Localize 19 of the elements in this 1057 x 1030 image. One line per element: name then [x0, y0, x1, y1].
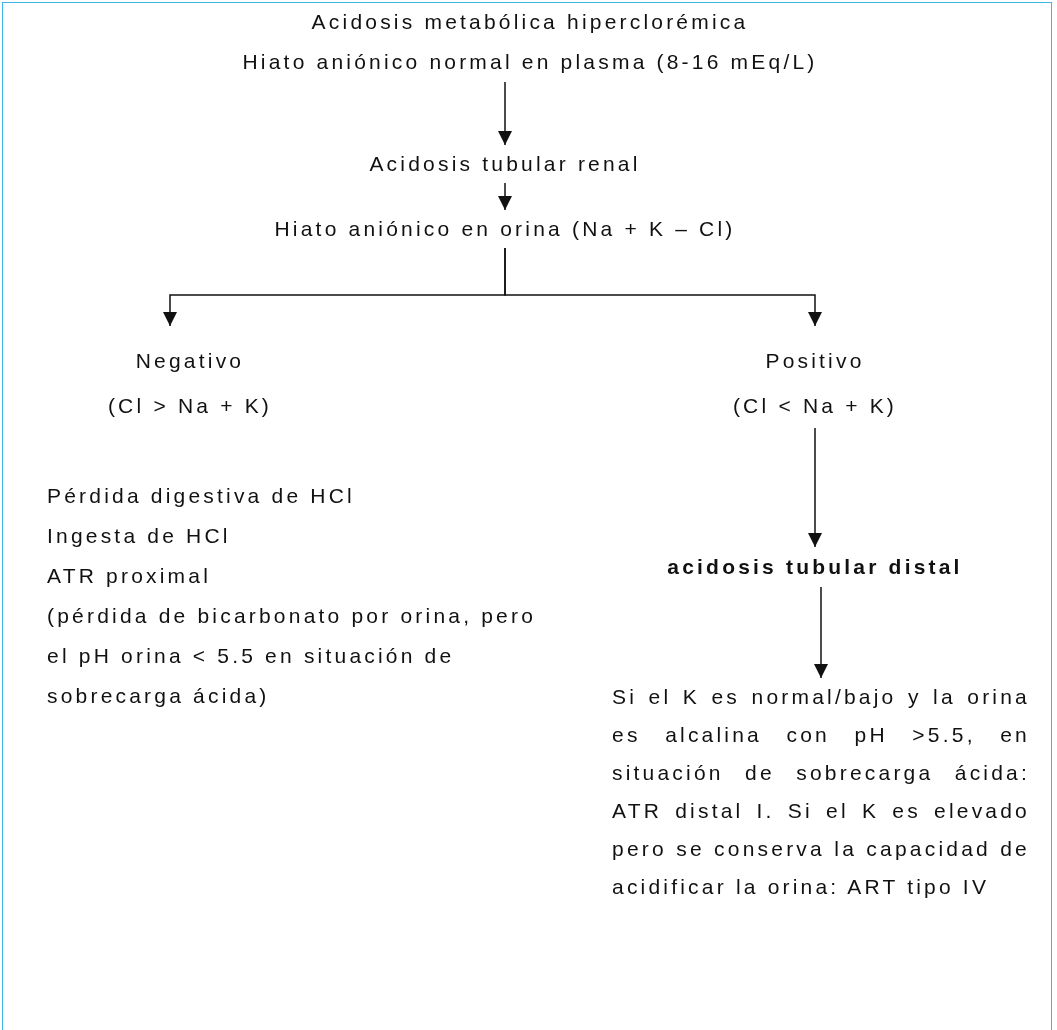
list-text: (pérdida de bicarbonato por orina, pero el pH orina < 5.5 en situación de sobrecarga ácida)	[47, 603, 538, 709]
flow-text: Acidosis metabólica hiperclorémica	[311, 9, 749, 35]
flow-text: (Cl < Na + K)	[732, 393, 898, 419]
arrow	[498, 182, 512, 211]
arrow	[808, 427, 822, 548]
list-text: Pérdida digestiva de HCl	[47, 483, 356, 509]
flow-text: Positivo	[765, 348, 865, 374]
arrow	[504, 247, 822, 327]
paragraph-text: Si el K es normal/bajo y la orina es alcalina con pH >5.5, en situación de sobrecarga ácida: ATR distal I. Si el K es elevado pero se conserva la capacidad de acidificar la orina: ART tipo IV	[612, 684, 1030, 900]
list-text: ATR proximal	[47, 563, 213, 589]
flow-text: Hiato aniónico normal en plasma (8-16 mEq/L)	[242, 49, 818, 75]
list-text: Ingesta de HCl	[47, 523, 232, 549]
flow-text: Negativo	[135, 348, 245, 374]
flow-text: Hiato aniónico en orina (Na + K – Cl)	[274, 216, 736, 242]
flow-text: Acidosis tubular renal	[369, 151, 641, 177]
arrow	[814, 586, 828, 679]
flow-text: acidosis tubular distal	[667, 554, 963, 580]
flow-text: (Cl > Na + K)	[107, 393, 273, 419]
arrow	[498, 81, 512, 146]
